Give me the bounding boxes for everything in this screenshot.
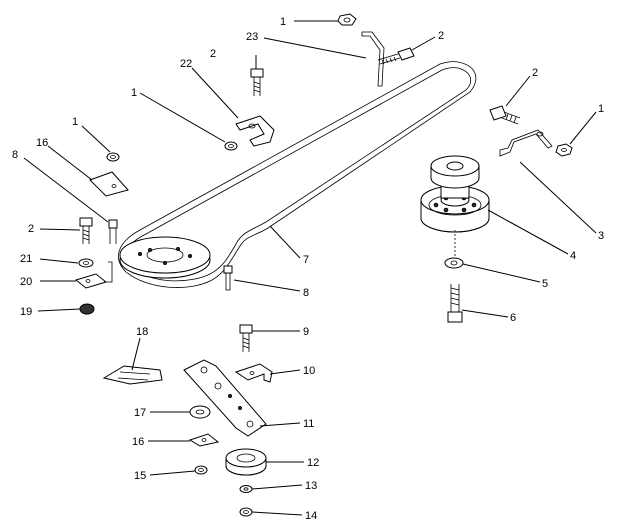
pin-8-left bbox=[108, 219, 118, 244]
callout-16-lower: 16 bbox=[132, 436, 144, 448]
nut-1-upper-left bbox=[224, 141, 238, 151]
callout-labels: 1 23 2 2 22 1 2 1 1 16 8 2 21 20 19 3 4 … bbox=[12, 16, 604, 522]
bracket-16-left bbox=[89, 171, 129, 197]
callout-12: 12 bbox=[307, 457, 319, 469]
callout-11: 11 bbox=[303, 418, 314, 430]
callout-14: 14 bbox=[305, 510, 317, 522]
callout-13: 13 bbox=[305, 480, 317, 492]
bracket-20 bbox=[74, 261, 113, 289]
arm-plate-11 bbox=[183, 359, 267, 437]
callout-9: 9 bbox=[303, 326, 309, 338]
idler-arm-3 bbox=[499, 129, 553, 157]
callout-3: 3 bbox=[598, 230, 604, 242]
callout-20: 20 bbox=[20, 276, 32, 288]
bolt-2-upper-left bbox=[250, 68, 264, 96]
v-belt bbox=[118, 61, 477, 288]
callout-16-left: 16 bbox=[36, 137, 48, 149]
callout-8-left: 8 bbox=[12, 149, 18, 161]
callout-17: 17 bbox=[134, 407, 146, 419]
bracket-16-lower bbox=[188, 433, 220, 447]
nut-15 bbox=[194, 465, 208, 475]
callout-2-upper-left: 2 bbox=[210, 48, 216, 60]
bolt-6 bbox=[447, 284, 463, 323]
nut-1-left bbox=[106, 152, 120, 162]
callout-7: 7 bbox=[303, 254, 309, 266]
callout-4: 4 bbox=[570, 250, 576, 262]
washer-21 bbox=[78, 258, 94, 268]
washer-5 bbox=[444, 257, 464, 269]
nut-19 bbox=[79, 303, 95, 315]
callout-1-right: 1 bbox=[598, 103, 604, 115]
bolt-9 bbox=[239, 324, 253, 352]
bolt-2-top bbox=[377, 47, 415, 65]
bracket-10 bbox=[234, 363, 273, 383]
callout-6: 6 bbox=[510, 312, 516, 324]
callout-8-right: 8 bbox=[303, 287, 309, 299]
double-pulley-4 bbox=[420, 155, 490, 256]
engine-pulley bbox=[119, 236, 211, 279]
callout-1-left: 1 bbox=[72, 116, 78, 128]
callout-15: 15 bbox=[134, 470, 146, 482]
callout-1-upper-left: 1 bbox=[131, 87, 137, 99]
callout-22: 22 bbox=[180, 58, 192, 70]
washer-13 bbox=[239, 485, 253, 493]
belt-guide-23 bbox=[361, 31, 385, 87]
leader-lines bbox=[23, 20, 597, 516]
bolt-2-left bbox=[79, 217, 93, 244]
pin-8-right bbox=[223, 265, 233, 291]
spacer-17 bbox=[189, 405, 211, 419]
bracket-22 bbox=[235, 115, 275, 147]
nut-1-right bbox=[555, 143, 573, 157]
callout-23: 23 bbox=[246, 31, 258, 43]
callout-2-right: 2 bbox=[532, 67, 538, 79]
callout-19: 19 bbox=[20, 306, 32, 318]
idler-pulley-12 bbox=[225, 448, 267, 476]
callout-2-top: 2 bbox=[438, 30, 444, 42]
callout-18: 18 bbox=[136, 326, 148, 338]
nut-14 bbox=[239, 507, 253, 517]
callout-5: 5 bbox=[542, 278, 548, 290]
callout-2-left: 2 bbox=[28, 223, 34, 235]
bolt-2-right bbox=[489, 105, 521, 125]
nut-1-top bbox=[337, 13, 357, 26]
callout-10: 10 bbox=[303, 365, 315, 377]
callout-1-top: 1 bbox=[280, 16, 286, 28]
hook-18 bbox=[102, 365, 163, 385]
callout-21: 21 bbox=[20, 253, 32, 265]
